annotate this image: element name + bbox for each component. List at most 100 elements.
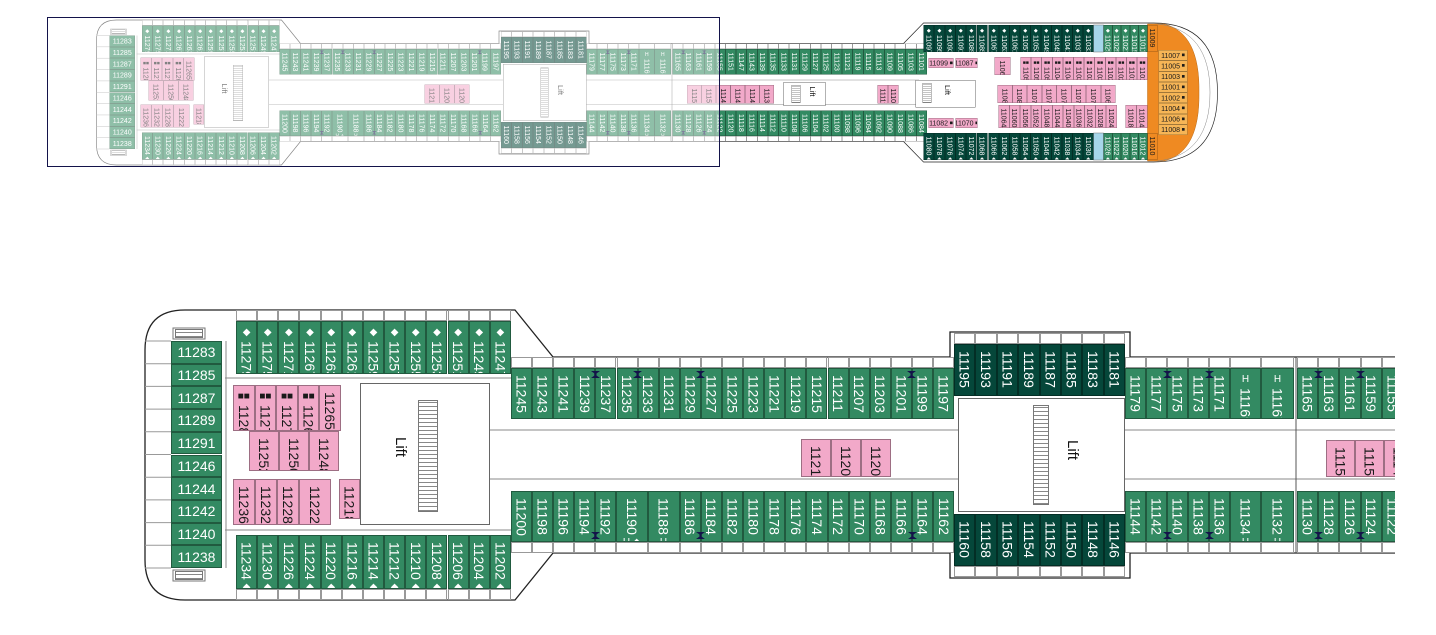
cabin-11154[interactable]: 11154 <box>1018 514 1040 566</box>
cabin-11204[interactable]: 11204◆ <box>468 535 490 589</box>
cabin-11289[interactable]: 11289 <box>171 409 222 432</box>
cabin-11170[interactable]: 11170 <box>848 491 870 542</box>
cabin-11203[interactable]: 11203 <box>869 368 891 419</box>
cabin-11192[interactable]: 11192 <box>595 491 616 542</box>
cabin-11168[interactable]: 11168 <box>869 491 891 542</box>
cabin-11188[interactable]: 11188H <box>647 491 680 542</box>
cabin-11228[interactable]: 11228■■ <box>277 479 299 525</box>
cabin-11218[interactable]: 11218 <box>339 479 360 519</box>
cabin-11148[interactable]: 11148 <box>1082 514 1104 566</box>
cabin-11208[interactable]: 11208◆ <box>426 535 448 589</box>
cabin-11223[interactable]: 11223 <box>743 368 765 419</box>
cabin-11156[interactable]: 11156 <box>996 514 1019 566</box>
cabin-11186[interactable]: 11186 <box>679 491 701 542</box>
cabin-11159[interactable]: 11159 <box>1360 368 1382 419</box>
cabin-11255[interactable]: ◆11255 <box>405 321 427 374</box>
cabin-11206[interactable]: 11206◆ <box>447 535 469 589</box>
cabin-11205[interactable]: 11205 <box>861 439 891 477</box>
cabin-11248[interactable]: 11248 <box>309 431 339 471</box>
cabin-11179[interactable]: 11179 <box>1125 368 1146 419</box>
cabin-11241[interactable]: 11241 <box>553 368 575 419</box>
cabin-11197[interactable]: 11197 <box>933 368 955 419</box>
cabin-11242[interactable]: 11242 <box>171 499 222 523</box>
cabin-11165[interactable]: 11165 <box>1297 368 1319 419</box>
cabin-11185[interactable]: 11185 <box>1061 344 1083 396</box>
cabin-11291[interactable]: 11291 <box>171 431 222 455</box>
cabin-11246[interactable]: 11246 <box>171 454 222 478</box>
cabin-11224[interactable]: 11224◆ <box>299 535 321 589</box>
cabin-11265[interactable]: 11265 <box>319 385 341 431</box>
cabin-11190[interactable]: 11190H ◆ <box>616 491 648 542</box>
cabin-11150[interactable]: 11150 <box>1061 514 1083 566</box>
cabin-11281[interactable]: ■■11281 <box>233 385 255 431</box>
cabin-11142[interactable]: 11142 <box>1146 491 1167 542</box>
cabin-11271[interactable]: ◆11271 <box>278 321 300 374</box>
cabin-11153[interactable]: 11153 <box>1355 440 1384 477</box>
cabin-11247[interactable]: ◆11247 <box>489 321 511 374</box>
cabin-11163[interactable]: 11163 <box>1318 368 1340 419</box>
cabin-11283[interactable]: 11283 <box>171 341 222 364</box>
cabin-11160[interactable]: 11160 <box>954 514 976 566</box>
cabin-11269[interactable]: ■■11269 <box>297 385 320 431</box>
cabin-11237[interactable]: 11237 <box>595 368 617 419</box>
cabin-11195[interactable]: 11195 <box>954 344 976 396</box>
cabin-11132[interactable]: 11132H <box>1261 491 1294 542</box>
cabin-11207[interactable]: 11207 <box>848 368 870 419</box>
cabin-11257[interactable]: ◆11257 <box>384 321 406 374</box>
cabin-11122[interactable]: 11122 <box>1381 491 1395 542</box>
cabin-11275[interactable]: ◆11275 <box>257 321 279 374</box>
cabin-11240[interactable]: 11240 <box>171 522 222 546</box>
cabin-11180[interactable]: 11180 <box>742 491 765 542</box>
cabin-11194[interactable]: 11194 <box>574 491 595 542</box>
cabin-11250[interactable]: 11250 <box>279 431 309 471</box>
cabin-11243[interactable]: 11243 <box>532 368 554 419</box>
cabin-11210[interactable]: 11210◆ <box>405 535 427 589</box>
cabin-11158[interactable]: 11158 <box>975 514 997 566</box>
cabin-11177[interactable]: 11177 <box>1146 368 1167 419</box>
cabin-11181[interactable]: 11181 <box>1103 344 1126 396</box>
cabin-11238[interactable]: 11238 <box>171 545 222 568</box>
cabin-11219[interactable]: 11219 <box>785 368 807 419</box>
cabin-11174[interactable]: 11174 <box>806 491 828 542</box>
cabin-11249[interactable]: ◆11249 <box>468 321 490 374</box>
cabin-11193[interactable]: 11193 <box>975 344 997 396</box>
cabin-11172[interactable]: 11172 <box>827 491 849 542</box>
cabin-11176[interactable]: 11176 <box>785 491 807 542</box>
cabin-11231[interactable]: 11231 <box>658 368 680 419</box>
cabin-11233[interactable]: 11233 <box>637 368 659 419</box>
cabin-11198[interactable]: 11198 <box>532 491 553 542</box>
cabin-11244[interactable]: 11244 <box>171 477 222 500</box>
cabin-11138[interactable]: 11138 <box>1188 491 1209 542</box>
cabin-11149[interactable]: 11149 <box>1384 440 1395 477</box>
cabin-11126[interactable]: 11126 <box>1339 491 1361 542</box>
cabin-11212[interactable]: 11212◆ <box>384 535 406 589</box>
cabin-11211[interactable]: 11211 <box>827 368 849 419</box>
cabin-11285[interactable]: 11285 <box>171 363 222 387</box>
cabin-11202[interactable]: 11202◆ <box>489 535 511 589</box>
cabin-11235[interactable]: 11235 <box>616 368 638 419</box>
cabin-11234[interactable]: 11234◆ <box>236 535 258 589</box>
cabin-11261[interactable]: ◆11261 <box>341 321 363 374</box>
cabin-11124[interactable]: 11124 <box>1360 491 1382 542</box>
cabin-11144[interactable]: 11144 <box>1125 491 1146 542</box>
cabin-11267[interactable]: ◆11267 <box>299 321 321 374</box>
cabin-11161[interactable]: 11161 <box>1339 368 1361 419</box>
cabin-11201[interactable]: 11201 <box>890 368 912 419</box>
deck-overview-minimap[interactable]: ◆11279◆11275◆11271◆11267◆11263◆11261◆112… <box>0 0 1436 180</box>
cabin-11236[interactable]: 11236■■ <box>233 479 255 525</box>
cabin-11152[interactable]: 11152 <box>1039 514 1061 566</box>
cabin-11178[interactable]: 11178 <box>764 491 786 542</box>
cabin-11221[interactable]: 11221 <box>764 368 786 419</box>
cabin-11213[interactable]: 11213 <box>801 439 831 477</box>
cabin-11134[interactable]: 11134H <box>1230 491 1261 542</box>
cabin-11164[interactable]: 11164 <box>912 491 934 542</box>
cabin-11230[interactable]: 11230◆ <box>257 535 279 589</box>
cabin-11226[interactable]: 11226◆ <box>278 535 300 589</box>
cabin-11214[interactable]: 11214◆ <box>362 535 385 589</box>
cabin-11277[interactable]: ■■11277 <box>254 385 277 431</box>
cabin-11227[interactable]: 11227 <box>700 368 722 419</box>
cabin-11200[interactable]: 11200 <box>511 491 532 542</box>
cabin-11225[interactable]: 11225 <box>722 368 744 419</box>
cabin-11140[interactable]: 11140 <box>1167 491 1188 542</box>
